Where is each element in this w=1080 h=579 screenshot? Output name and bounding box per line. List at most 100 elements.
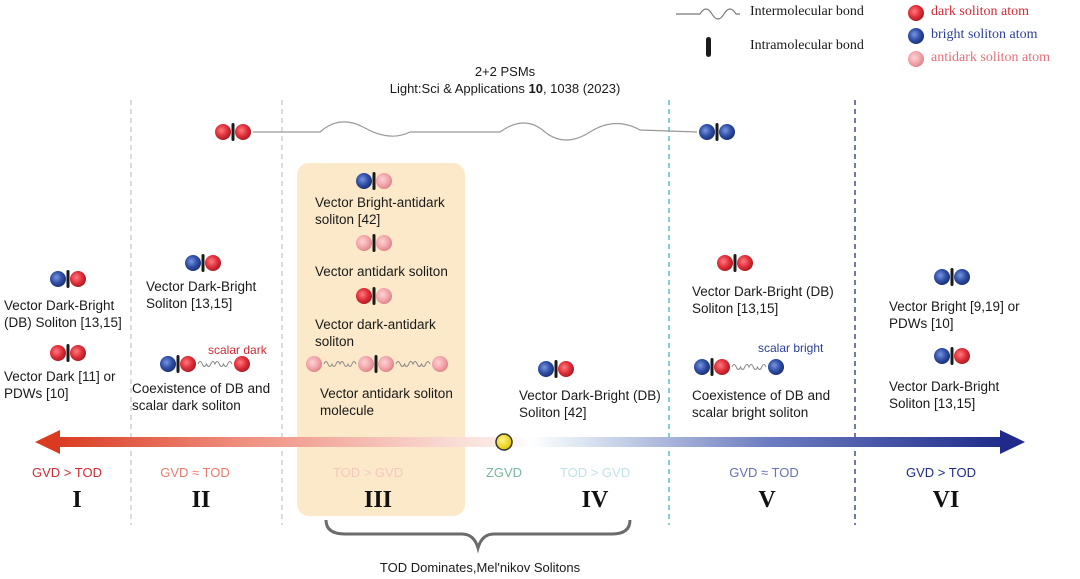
- region3-chain-center-antidark-atom: [358, 356, 374, 372]
- region6-bright-molecule-intramolecular-bond: [950, 268, 954, 286]
- region5-coex-molecule-intramolecular-bond: [710, 358, 714, 376]
- region1-db-molecule-dark-atom: [70, 271, 86, 287]
- region2-scalar-dark-atom: [234, 356, 250, 372]
- condition-i: GVD > TOD: [32, 465, 102, 480]
- intermolecular-bond-icon: [676, 8, 740, 20]
- region3-antidark-label: Vector antidark soliton: [315, 264, 448, 279]
- condition-v: GVD ≈ TOD: [729, 465, 799, 480]
- footer-caption: TOD Dominates,Mel'nikov Solitons: [379, 560, 581, 575]
- region2-coex-molecule-intramolecular-bond: [176, 355, 180, 373]
- region2-scalar-label: scalar dark: [208, 343, 267, 357]
- top-dark-dark-molecule-intramolecular-bond: [231, 123, 235, 141]
- tod-brace: [324, 519, 632, 554]
- axis-arrow-left: [35, 430, 60, 454]
- region3-dark-antidark-molecule-intramolecular-bond: [372, 287, 376, 305]
- region-numeral-ii: II: [191, 487, 211, 513]
- region1-dark-molecule-intramolecular-bond: [66, 344, 70, 362]
- region-numeral-vi: VI: [932, 487, 960, 513]
- region3-chain-center-intramolecular-bond: [374, 355, 378, 373]
- region3-bright-antidark-molecule-antidark-atom: [376, 173, 392, 189]
- top-dark-dark-molecule-dark-atom: [215, 124, 231, 140]
- header-line2: Light:Sci & Applications 10, 1038 (2023): [389, 81, 621, 96]
- axis-arrow-right: [1000, 430, 1025, 454]
- condition-zgvd: ZGVD: [485, 465, 523, 480]
- region5-coex-molecule-bright-atom: [694, 359, 710, 375]
- region3-antidark-molecule-antidark-atom: [376, 235, 392, 251]
- region-numeral-iii: III: [363, 487, 393, 513]
- region6-db-molecule-bright-atom: [934, 348, 950, 364]
- region4-db-label: Vector Dark-Bright (DB)Soliton [42]: [519, 388, 661, 420]
- legend-bright-label: bright soliton atom: [931, 27, 1038, 42]
- region4-db-molecule-dark-atom: [558, 361, 574, 377]
- legend-intramolecular-label: Intramolecular bond: [750, 38, 864, 53]
- region6-bright-molecule-bright-atom: [934, 269, 950, 285]
- condition-vi: GVD > TOD: [906, 465, 976, 480]
- region3-dark-antidark-molecule-dark-atom: [356, 288, 372, 304]
- region1-db-label: Vector Dark-Bright(DB) Soliton [13,15]: [4, 298, 122, 330]
- top-bright-bright-molecule-bright-atom: [719, 124, 735, 140]
- dark-atom-legend-icon: [908, 5, 924, 21]
- legend-dark-label: dark soliton atom: [931, 4, 1029, 19]
- region5-scalar-label: scalar bright: [758, 341, 824, 355]
- bright-atom-legend-icon: [908, 28, 924, 44]
- region-numeral-i: I: [72, 487, 82, 513]
- region3-chain-antidark-atom: [432, 356, 448, 372]
- region3-antidark-molecule-antidark-atom: [356, 235, 372, 251]
- region6-bright-molecule-bright-atom: [954, 269, 970, 285]
- region5-db-label: Vector Dark-Bright (DB)Soliton [13,15]: [692, 284, 834, 316]
- top-bright-bright-molecule-bright-atom: [699, 124, 715, 140]
- region1-db-molecule-bright-atom: [50, 271, 66, 287]
- dispersion-axis: [52, 437, 1008, 447]
- region-numeral-v: V: [758, 487, 776, 513]
- region-numeral-iv: IV: [581, 487, 609, 513]
- intramolecular-bond-icon: [706, 37, 711, 57]
- legend-intermolecular-label: Intermolecular bond: [750, 4, 864, 19]
- region2-db-molecule-intramolecular-bond: [201, 254, 205, 272]
- antidark-atom-legend-icon: [908, 51, 924, 67]
- region2-coex-molecule-dark-atom: [180, 356, 196, 372]
- region6-db-molecule-intramolecular-bond: [950, 347, 954, 365]
- region1-dark-molecule-dark-atom: [50, 345, 66, 361]
- condition-iii: TOD > GVD: [332, 465, 404, 480]
- region3-chain-right-intermolecular-bond: [395, 361, 431, 367]
- region3-bright-antidark-molecule-intramolecular-bond: [372, 172, 376, 190]
- region5-db-molecule-intramolecular-bond: [733, 254, 737, 272]
- region3-dark-antidark-molecule-antidark-atom: [376, 288, 392, 304]
- region3-chain-left-intermolecular-bond: [323, 361, 357, 367]
- intermolecular-link: [253, 121, 698, 141]
- region3-antidark-molecule-intramolecular-bond: [372, 234, 376, 252]
- region5-coex-intermolecular-bond: [731, 364, 767, 370]
- region4-db-molecule-intramolecular-bond: [554, 360, 558, 378]
- region6-db-molecule-dark-atom: [954, 348, 970, 364]
- condition-ii: GVD ≈ TOD: [160, 465, 230, 480]
- region2-db-molecule-bright-atom: [185, 255, 201, 271]
- top-bright-bright-molecule-intramolecular-bond: [715, 123, 719, 141]
- region-iii-panel: [297, 163, 465, 516]
- region2-coex-molecule-bright-atom: [160, 356, 176, 372]
- region1-dark-molecule-dark-atom: [70, 345, 86, 361]
- region5-scalar-bright-atom: [768, 359, 784, 375]
- region2-db-molecule-dark-atom: [205, 255, 221, 271]
- region4-db-molecule-bright-atom: [538, 361, 554, 377]
- region3-chain-center-antidark-atom: [378, 356, 394, 372]
- legend-antidark-label: antidark soliton atom: [931, 50, 1050, 65]
- header-block: 2+2 PSMs Light:Sci & Applications 10, 10…: [360, 63, 650, 97]
- region2-coex-intermolecular-bond: [197, 361, 233, 367]
- region1-db-molecule-intramolecular-bond: [66, 270, 70, 288]
- region5-coex-molecule-dark-atom: [714, 359, 730, 375]
- region3-bright-antidark-molecule-bright-atom: [356, 173, 372, 189]
- zgvd-point: [495, 433, 513, 451]
- region5-db-molecule-dark-atom: [717, 255, 733, 271]
- top-dark-dark-molecule-dark-atom: [235, 124, 251, 140]
- header-line1: 2+2 PSMs: [474, 64, 536, 79]
